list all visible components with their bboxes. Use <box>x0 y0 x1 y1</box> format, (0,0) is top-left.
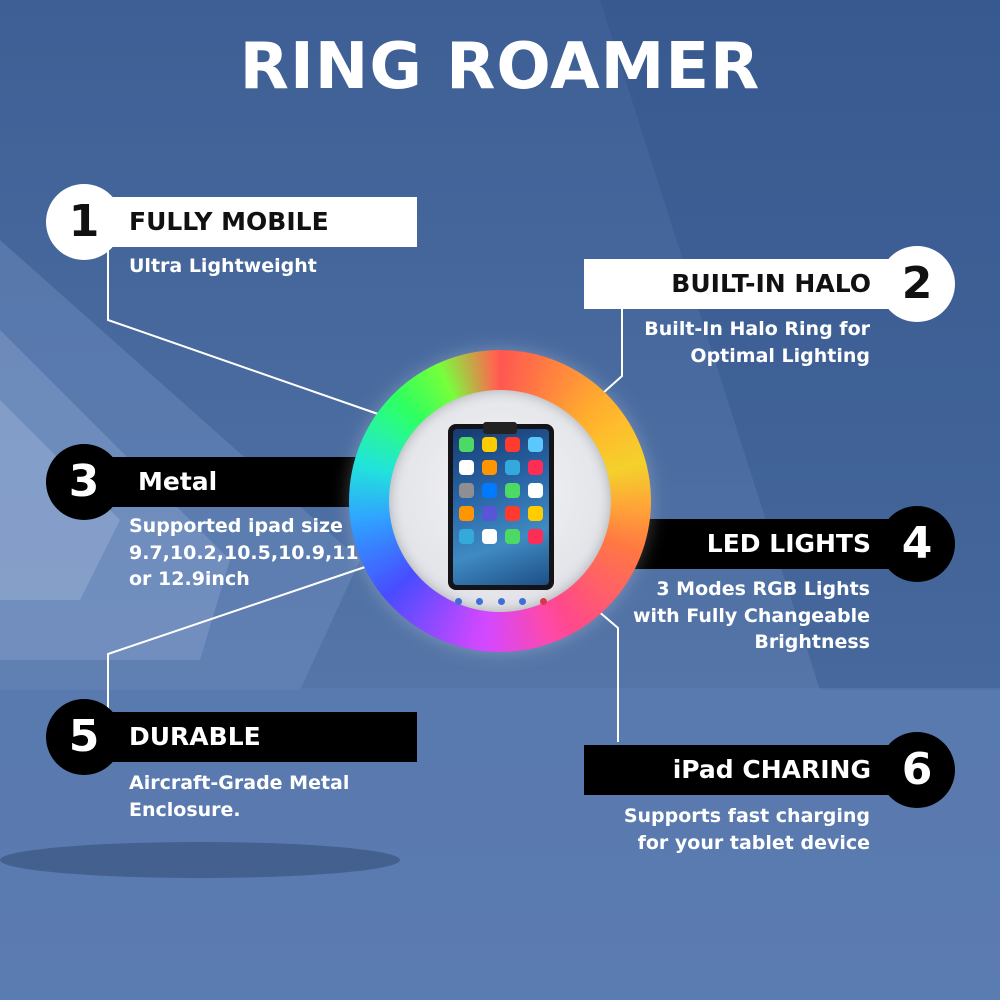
feature-3-heading: Metal <box>138 467 218 496</box>
feature-5-heading: DURABLE <box>129 722 261 751</box>
app-icon <box>459 460 474 475</box>
product-image <box>349 350 651 652</box>
feature-4-heading: LED LIGHTS <box>706 529 871 558</box>
feature-5-description: Aircraft-Grade Metal Enclosure. <box>129 772 350 821</box>
feature-2-heading-bar: BUILT-IN HALO <box>584 259 917 309</box>
app-icon <box>528 506 543 521</box>
feature-1-heading: FULLY MOBILE <box>129 207 329 236</box>
feature-6-heading: iPad CHARING <box>672 755 871 784</box>
feature-1-description: Ultra Lightweight <box>129 255 317 277</box>
ring-control-buttons <box>455 598 547 606</box>
tablet-clip <box>483 422 517 434</box>
feature-6-heading-bar: iPad CHARING <box>584 745 917 795</box>
app-icon <box>528 529 543 544</box>
feature-4-number-badge: 4 <box>879 506 955 582</box>
feature-2-heading: BUILT-IN HALO <box>671 269 871 298</box>
control-dot <box>518 598 526 605</box>
feature-2-number-badge: 2 <box>879 246 955 322</box>
feature-2-description: Built-In Halo Ring for Optimal Lighting <box>644 318 870 367</box>
app-icon <box>482 437 497 452</box>
control-dot <box>455 598 462 605</box>
app-icon <box>505 483 520 498</box>
feature-1-heading-bar: FULLY MOBILE <box>84 197 417 247</box>
feature-6-number-badge: 6 <box>879 732 955 808</box>
page-title: RING ROAMER <box>239 30 761 104</box>
app-icon <box>482 483 497 498</box>
tablet-device <box>448 424 554 590</box>
app-icon <box>482 460 497 475</box>
app-icon <box>482 529 497 544</box>
feature-6-description: Supports fast charging for your tablet d… <box>623 805 870 854</box>
feature-3-description: Supported ipad size 9.7,10.2,10.5,10.9,1… <box>129 515 359 590</box>
control-dot <box>540 598 547 605</box>
control-dot <box>497 598 505 605</box>
feature-5-number-badge: 5 <box>46 699 122 775</box>
app-icon <box>482 506 497 521</box>
feature-3-number-badge: 3 <box>46 444 122 520</box>
app-icon <box>459 483 474 498</box>
app-icon <box>505 529 520 544</box>
feature-1-number-badge: 1 <box>46 184 122 260</box>
app-icon <box>505 506 520 521</box>
app-icon <box>505 437 520 452</box>
app-icon <box>528 460 543 475</box>
app-icon <box>528 483 543 498</box>
app-icon <box>459 506 474 521</box>
tablet-screen <box>453 429 549 585</box>
app-icon <box>505 460 520 475</box>
app-icon <box>528 437 543 452</box>
app-icon <box>459 437 474 452</box>
control-dot <box>476 598 484 605</box>
feature-4-description: 3 Modes RGB Lights with Fully Changeable… <box>633 578 870 653</box>
app-icon <box>459 529 474 544</box>
feature-5-heading-bar: DURABLE <box>84 712 417 762</box>
